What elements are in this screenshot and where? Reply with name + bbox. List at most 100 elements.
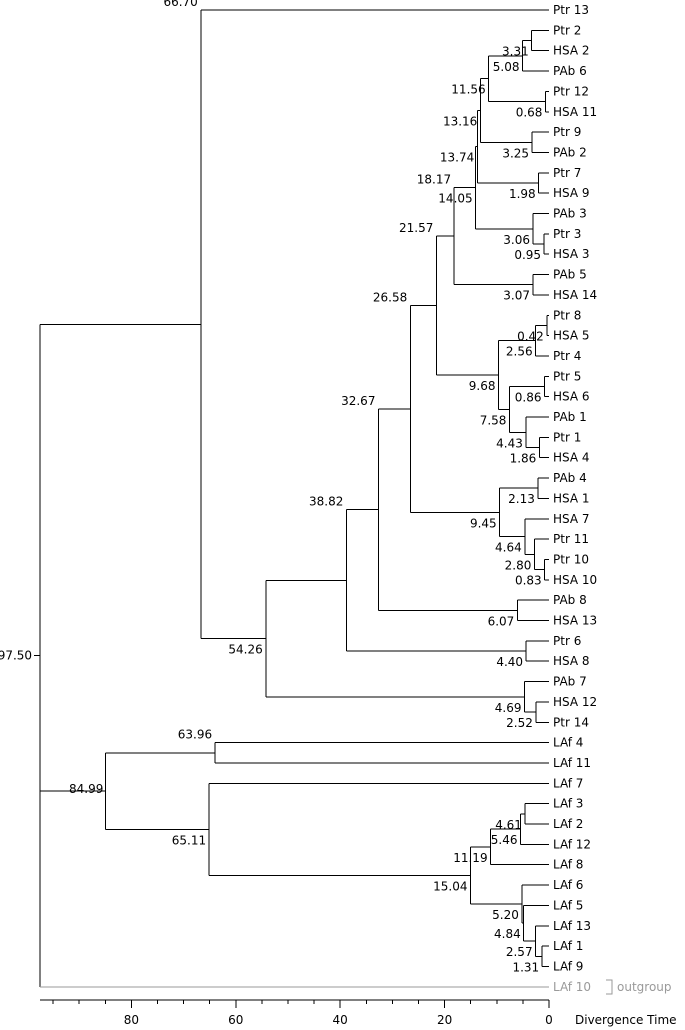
leaf-label: HSA 8 [553,654,590,668]
leaf-label: PAb 4 [553,471,587,485]
node-age-label: 2.13 [508,492,535,506]
node-age-label: 13.16 [443,114,477,128]
node-age-label: 65.11 [172,833,206,847]
leaf-label: LAf 5 [553,898,583,912]
leaf-label: Ptr 10 [553,552,589,566]
leaf-label: LAf 11 [553,756,591,770]
node-age-label: 2.57 [506,945,533,959]
node-age-label: 66.70 [163,0,197,9]
node-age-label: 0.95 [514,248,541,262]
outgroup-bracket-line [606,979,613,995]
node-age-labels: 3.315.080.6811.563.2513.161.9813.740.953… [0,0,544,974]
leaf-label: Ptr 8 [553,308,581,322]
leaf-label: HSA 10 [553,573,597,587]
leaf-label: LAf 3 [553,797,583,811]
node-age-label: 4.84 [494,927,521,941]
leaf-label: Ptr 6 [553,634,581,648]
node-age-label: 13.74 [440,151,474,165]
node-age-label: 5.46 [491,833,518,847]
leaf-label: LAf 6 [553,878,583,892]
leaf-label: Ptr 13 [553,3,589,17]
leaf-label: PAb 5 [553,268,587,282]
axis-tick-label: 0 [545,1013,553,1027]
leaf-label: LAf 4 [553,736,583,750]
leaf-label: LAf 10 [553,980,591,994]
leaf-label: Ptr 9 [553,125,581,139]
leaf-label: LAf 1 [553,939,583,953]
node-age-label: 4.69 [495,701,522,715]
node-age-label: 14.05 [438,192,472,206]
node-age-label: 9.45 [470,516,497,530]
node-age-label: 2.80 [505,558,532,572]
leaf-label: HSA 12 [553,695,597,709]
node-age-label: 4.40 [496,655,523,669]
leaf-label: PAb 8 [553,593,587,607]
leaf-label: LAf 12 [553,837,591,851]
leaf-label: LAf 9 [553,959,583,973]
node-age-label: 3.25 [502,146,529,160]
axis-tick-label: 40 [333,1013,348,1027]
axis-tick-label: 60 [228,1013,243,1027]
axis-title: Divergence Time [575,1013,677,1027]
leaf-label: HSA 7 [553,512,590,526]
node-age-label: 3.07 [503,289,530,303]
time-axis: 80 60 40 20 0 [40,999,553,1027]
node-age-label: 11.19 [453,851,487,865]
leaf-label: Ptr 7 [553,166,581,180]
tree-branches [34,9,549,988]
leaf-label: LAf 8 [553,858,583,872]
node-age-label: 2.52 [506,716,533,730]
node-age-label: 5.20 [492,908,519,922]
leaf-label: LAf 7 [553,776,583,790]
node-age-label: 7.58 [480,413,507,427]
leaf-label: Ptr 14 [553,715,589,729]
leaf-label: HSA 4 [553,451,590,465]
node-age-label: 0.42 [517,329,544,343]
leaf-label: Ptr 1 [553,430,581,444]
leaf-label: HSA 2 [553,44,590,58]
leaf-label: PAb 2 [553,145,587,159]
node-age-label: 15.04 [433,880,467,894]
node-age-label: 38.82 [309,495,343,509]
node-age-label: 4.64 [495,541,522,555]
node-age-label: 9.68 [469,379,496,393]
axis-tick-label: 80 [124,1013,139,1027]
leaf-label: HSA 3 [553,247,590,261]
leaf-label: HSA 1 [553,491,590,505]
leaf-label: LAf 2 [553,817,583,831]
axis-tick-label: 20 [437,1013,452,1027]
leaf-label: Ptr 11 [553,532,589,546]
leaf-label: PAb 7 [553,675,587,689]
node-age-label: 3.06 [503,233,530,247]
node-age-label: 63.96 [178,728,212,742]
leaf-label: PAb 6 [553,64,587,78]
node-age-label: 26.58 [373,291,407,305]
leaf-label: HSA 9 [553,186,590,200]
leaf-label: HSA 6 [553,390,590,404]
node-age-label: 1.98 [509,187,536,201]
node-age-label: 6.07 [488,614,515,628]
node-age-label: 2.56 [506,345,533,359]
node-age-label: 11.56 [451,83,485,97]
leaf-label: PAb 1 [553,410,587,424]
node-age-label: 0.68 [516,106,543,120]
leaf-label: LAf 13 [553,919,591,933]
node-age-label: 32.67 [341,394,375,408]
node-age-label: 3.31 [502,45,529,59]
node-age-label: 1.86 [510,452,537,466]
leaf-label: Ptr 4 [553,349,581,363]
leaf-label: HSA 11 [553,105,597,119]
node-age-label: 4.61 [495,818,522,832]
node-age-label: 0.86 [515,390,542,404]
node-age-label: 97.50 [0,649,32,663]
node-age-label: 54.26 [228,643,262,657]
node-age-label: 18.17 [417,173,451,187]
leaf-label: HSA 14 [553,288,597,302]
leaf-label: PAb 3 [553,207,587,221]
node-age-label: 21.57 [399,221,433,235]
leaf-label: Ptr 12 [553,84,589,98]
node-age-label: 84.99 [69,782,103,796]
leaf-label: HSA 5 [553,329,590,343]
node-age-label: 1.31 [512,960,539,974]
